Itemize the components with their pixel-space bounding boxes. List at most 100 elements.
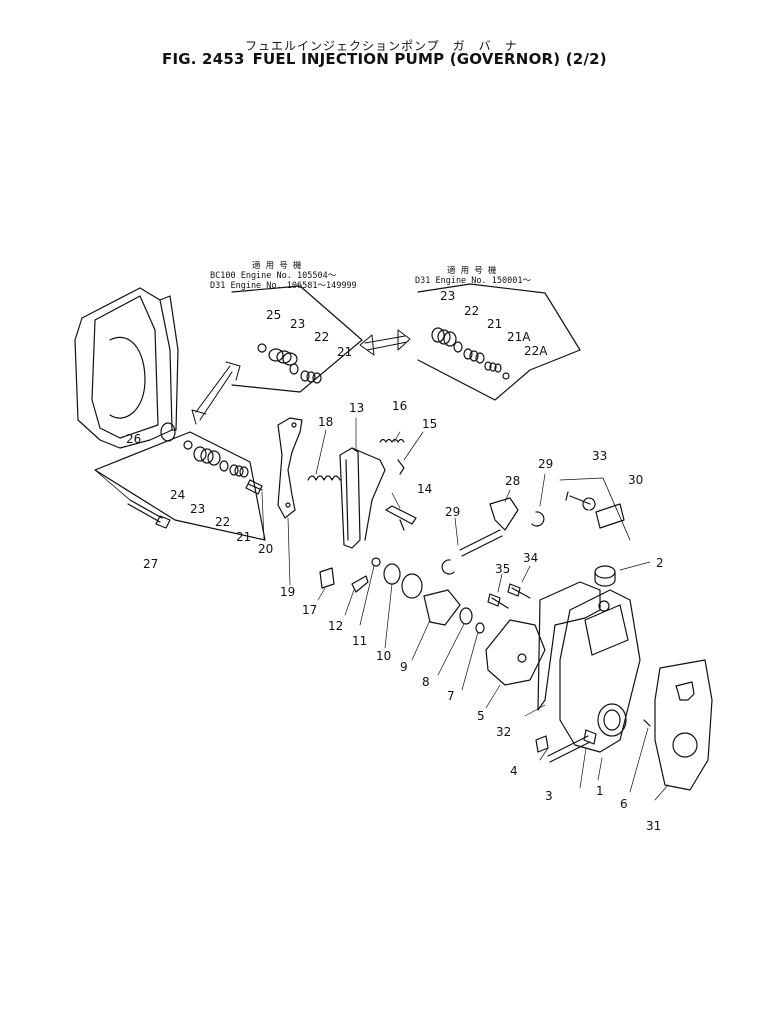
callout-13: 13 xyxy=(349,401,364,415)
callout-6: 6 xyxy=(620,797,628,811)
part-13-arm xyxy=(351,447,386,541)
part-17-bushing xyxy=(319,567,335,589)
part-9-sleeve xyxy=(401,573,423,599)
callout-16: 16 xyxy=(392,399,407,413)
callout-30: 30 xyxy=(628,473,643,487)
callout-8: 8 xyxy=(422,675,430,689)
note-right-line1: D31 Engine No. 150001～ xyxy=(415,276,531,286)
inset-box-left xyxy=(231,285,363,393)
part-28-shaft xyxy=(459,497,519,557)
callout-26: 26 xyxy=(126,432,141,446)
callout-15: 15 xyxy=(422,417,437,431)
callout-9: 9 xyxy=(400,660,408,674)
part-32-gasket xyxy=(537,581,601,711)
callout-23-inset-left: 23 xyxy=(290,317,305,331)
callout-18: 18 xyxy=(318,415,333,429)
callout-31: 31 xyxy=(646,819,661,833)
callout-2: 2 xyxy=(656,556,664,570)
callout-7: 7 xyxy=(447,689,455,703)
note-left-heading: 適 用 号 機 xyxy=(252,261,302,271)
callout-11: 11 xyxy=(352,634,367,648)
callout-23: 23 xyxy=(190,502,205,516)
part-30-bracket xyxy=(595,503,625,529)
part-22-washer-a xyxy=(289,363,299,375)
callout-22-inset-left: 22 xyxy=(314,330,329,344)
part-7-nut xyxy=(475,622,485,634)
leader-30 xyxy=(559,477,631,541)
callout-22: 22 xyxy=(215,515,230,529)
part-18-spring xyxy=(307,475,341,481)
callout-1: 1 xyxy=(596,784,604,798)
serial-note-left: 適 用 号 機 BC100 Engine No. 105504～ D31 Eng… xyxy=(210,261,357,291)
callout-21: 21 xyxy=(236,530,251,544)
part-9-body xyxy=(423,589,461,626)
part-24-ring xyxy=(183,440,193,450)
part-11-ring xyxy=(371,557,381,567)
inset-box-sub xyxy=(94,431,266,541)
leader-27 xyxy=(94,469,131,501)
figure-caption: FUEL INJECTION PUMP (GOVERNOR) (2/2) xyxy=(252,50,607,68)
part-10-snapring xyxy=(383,563,401,585)
part-4-nut xyxy=(535,735,549,753)
part-19-lever xyxy=(277,417,303,519)
part-21-spring-b xyxy=(463,348,485,364)
leader-lines xyxy=(261,417,669,801)
double-arrow-left xyxy=(191,361,241,425)
part-21-spring-a xyxy=(300,370,322,384)
part-26-washer xyxy=(160,422,176,442)
part-29-clip-a xyxy=(531,511,545,527)
callout-33: 33 xyxy=(592,449,607,463)
callout-25: 25 xyxy=(266,308,281,322)
callout-4: 4 xyxy=(510,764,518,778)
part-6-pin xyxy=(643,719,651,727)
part-22-washer-b xyxy=(453,341,463,353)
note-left-line1: BC100 Engine No. 105504～ xyxy=(210,271,337,281)
callout-35: 35 xyxy=(495,562,510,576)
note-left-line2: D31 Engine No. 106581～149999 xyxy=(210,281,357,291)
japanese-title: フュエルインジェクションポンプ ガ バ ナ xyxy=(245,39,518,53)
inset-box-right xyxy=(417,283,581,401)
part-33-bolt xyxy=(565,491,596,511)
callout-20: 20 xyxy=(258,542,273,556)
part-21-spring-c xyxy=(229,464,249,478)
part-12-pin xyxy=(351,575,369,593)
part-13-lever xyxy=(339,447,361,549)
part-31-gasket xyxy=(654,659,713,791)
part-2-cap xyxy=(594,565,616,579)
part-23-spring-c xyxy=(193,446,221,466)
callout-19: 19 xyxy=(280,585,295,599)
serial-note-right: 適 用 号 機 D31 Engine No. 150001～ xyxy=(415,266,531,286)
part-15-pin xyxy=(397,459,405,475)
part-22A-washer xyxy=(502,372,510,380)
part-25-ring xyxy=(257,343,267,353)
governor-housing xyxy=(74,287,179,449)
callout-10: 10 xyxy=(376,649,391,663)
part-21A-spring xyxy=(484,361,502,373)
part-16-spring xyxy=(379,438,405,443)
callout-3: 3 xyxy=(545,789,553,803)
figure-number: FIG. 2453 xyxy=(162,50,245,68)
part-34-bolt xyxy=(507,583,531,599)
callout-28: 28 xyxy=(505,474,520,488)
part-22-washer-c xyxy=(219,460,229,472)
callout-17: 17 xyxy=(302,603,317,617)
figure-title: FIG. 2453 FUEL INJECTION PUMP (GOVERNOR) … xyxy=(162,50,615,68)
callout-23-inset-right: 23 xyxy=(440,289,455,303)
callout-12: 12 xyxy=(328,619,343,633)
part-1-case xyxy=(559,589,641,753)
note-right-heading: 適 用 号 機 xyxy=(447,266,497,276)
callout-14: 14 xyxy=(417,482,432,496)
part-35-bolt xyxy=(487,593,509,609)
callout-21-inset-right: 21 xyxy=(487,317,502,331)
callout-labels: 1 2 3 4 5 6 7 8 9 10 11 12 13 14 15 16 1… xyxy=(126,289,664,833)
double-arrow-right xyxy=(359,329,411,356)
part-3-bolt xyxy=(547,729,597,763)
part-27-bolt xyxy=(127,499,171,529)
callout-22A: 22A xyxy=(524,344,548,358)
part-23-spring-b xyxy=(431,327,457,347)
part-14-link xyxy=(385,505,417,531)
callout-32: 32 xyxy=(496,725,511,739)
part-5-flyweight xyxy=(485,619,546,686)
callout-21-inset-left: 21 xyxy=(337,345,352,359)
